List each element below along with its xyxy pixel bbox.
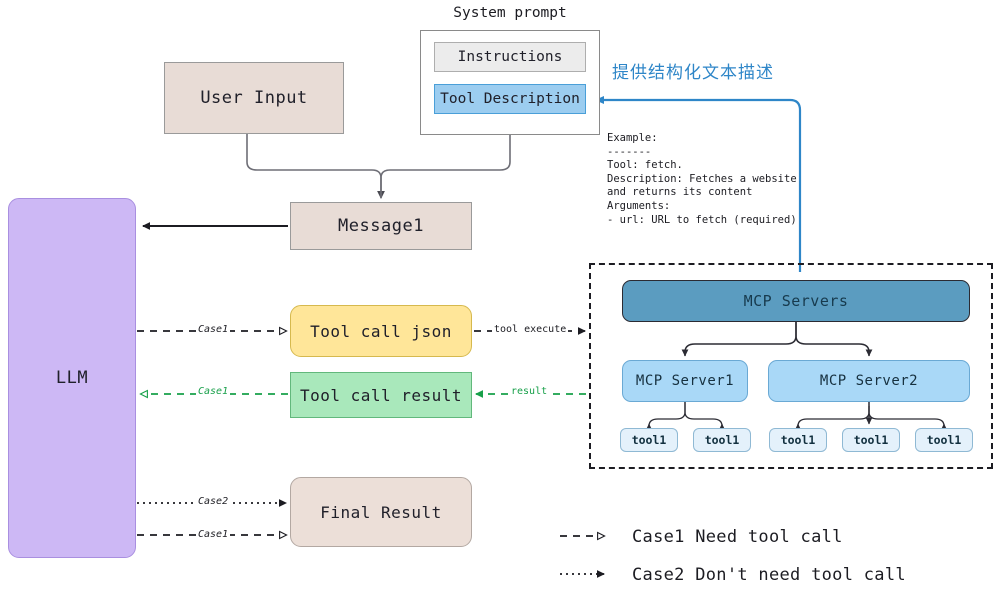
annotation-structured-text: 提供结构化文本描述 <box>612 63 774 83</box>
node-instructions[interactable]: Instructions <box>434 42 586 72</box>
node-message1[interactable]: Message1 <box>290 202 472 250</box>
legend-item-case1: Case1 Need tool call <box>556 527 843 547</box>
node-tool-chip[interactable]: tool1 <box>693 428 751 452</box>
node-mcp-server1[interactable]: MCP Server1 <box>622 360 748 402</box>
node-mcp-servers[interactable]: MCP Servers <box>622 280 970 322</box>
edge-label-result: result <box>509 386 550 397</box>
node-tool-description[interactable]: Tool Description <box>434 84 586 114</box>
legend-label-case2: Case2 Don't need tool call <box>632 565 906 585</box>
edge-label-case1-final-result: Case1 <box>196 529 231 540</box>
node-tool-chip[interactable]: tool1 <box>620 428 678 452</box>
node-llm[interactable]: LLM <box>8 198 136 558</box>
node-tool-chip[interactable]: tool1 <box>842 428 900 452</box>
node-user-input[interactable]: User Input <box>164 62 344 134</box>
edge-label-case2-final-result: Case2 <box>196 496 231 507</box>
system-prompt-title: System prompt <box>453 5 567 21</box>
legend-label-case1: Case1 Need tool call <box>632 527 843 547</box>
node-final-result[interactable]: Final Result <box>290 477 472 547</box>
node-tool-call-result[interactable]: Tool call result <box>290 372 472 418</box>
edge-label-case1-tool-call-result: Case1 <box>196 386 231 397</box>
node-tool-chip[interactable]: tool1 <box>769 428 827 452</box>
node-tool-chip[interactable]: tool1 <box>915 428 973 452</box>
node-tool-call-json[interactable]: Tool call json <box>290 305 472 357</box>
edge-label-case1-tool-call-json: Case1 <box>196 324 231 335</box>
example-text-block: Example: ------- Tool: fetch. Descriptio… <box>607 132 797 226</box>
legend-item-case2: Case2 Don't need tool call <box>556 565 906 585</box>
edge-label-tool-execute: tool execute <box>492 324 569 335</box>
node-mcp-server2[interactable]: MCP Server2 <box>768 360 970 402</box>
